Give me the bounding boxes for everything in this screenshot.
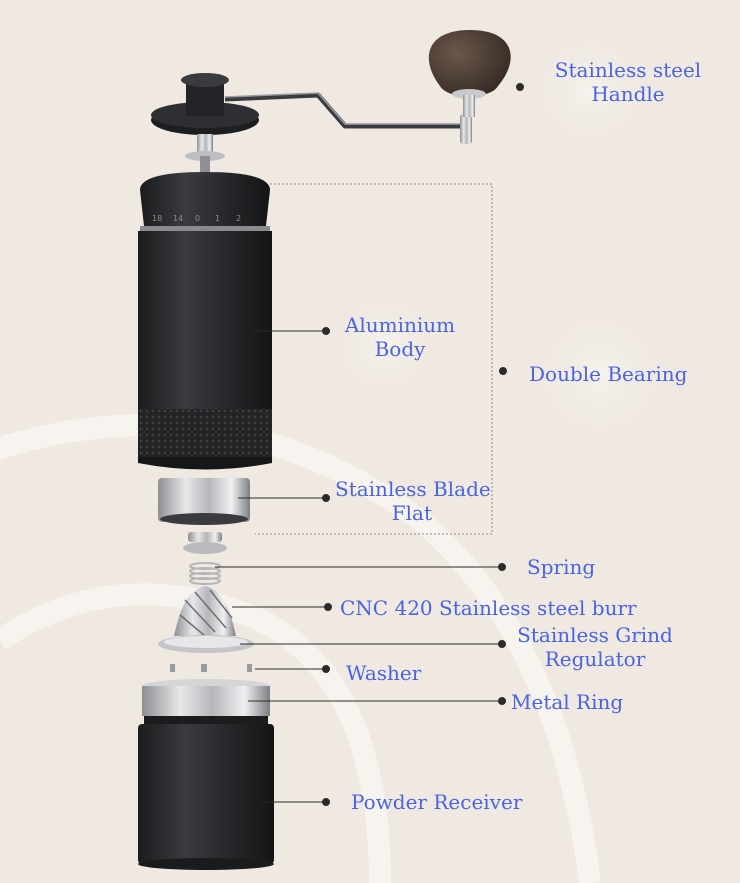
label-metal-ring: Metal Ring — [511, 690, 623, 714]
dial-scale: 18 14 0 1 2 — [152, 214, 241, 223]
label-line: Spring — [527, 555, 596, 579]
label-line: Handle — [591, 82, 665, 106]
label-burr: CNC 420 Stainless steel burr — [340, 596, 637, 620]
label-powder-receiver: Powder Receiver — [351, 790, 522, 814]
leader-dot — [322, 665, 330, 673]
background-glow — [530, 30, 650, 150]
label-washer: Washer — [346, 661, 421, 685]
label-line: CNC 420 Stainless steel burr — [340, 596, 637, 620]
dial-mark: 14 — [173, 214, 183, 223]
handle-assembly — [151, 30, 511, 172]
label-stainless-blade-flat: Stainless Blade Flat — [335, 477, 491, 525]
label-line: Stainless Blade — [335, 477, 491, 501]
background-glow — [330, 290, 440, 400]
label-line: Body — [374, 337, 426, 361]
label-line: Stainless steel — [554, 58, 702, 82]
dial-mark: 18 — [152, 214, 162, 223]
leader-dot — [499, 367, 507, 375]
bearing-bracket — [255, 183, 493, 535]
leader-dot — [498, 563, 506, 571]
label-line: Washer — [346, 661, 422, 685]
leader-dot — [324, 603, 332, 611]
aluminium-body-part: 18 14 0 1 2 — [138, 172, 272, 470]
leader-lines — [215, 83, 524, 806]
label-double-bearing: Double Bearing — [529, 362, 687, 386]
label-line: Regulator — [544, 647, 646, 671]
blade-flat-part — [158, 478, 250, 525]
powder-receiver-part — [138, 716, 274, 870]
background-decoration — [0, 414, 601, 883]
label-grind-regulator: Stainless Grind Regulator — [510, 623, 680, 671]
label-line: Aluminium — [344, 313, 456, 337]
spacer-part — [183, 532, 227, 554]
leader-dot — [498, 697, 506, 705]
leader-dot — [322, 327, 330, 335]
dial-mark: 0 — [195, 214, 200, 223]
metal-ring-part — [142, 679, 270, 716]
label-aluminium-body: Aluminium Body — [335, 313, 465, 361]
washer-part — [170, 664, 252, 672]
leader-dot — [516, 83, 524, 91]
label-line: Flat — [391, 501, 432, 525]
label-stainless-steel-handle: Stainless steel Handle — [553, 58, 703, 106]
label-line: Double Bearing — [529, 362, 688, 386]
label-line: Metal Ring — [511, 690, 624, 714]
label-line: Stainless Grind — [517, 623, 673, 647]
leader-dot — [322, 798, 330, 806]
leader-dot — [322, 494, 330, 502]
regulator-part — [158, 635, 254, 653]
label-spring: Spring — [527, 555, 595, 579]
background-glow — [530, 305, 670, 445]
burr-part — [174, 586, 236, 637]
spring-part — [189, 562, 221, 585]
leader-dot — [498, 640, 506, 648]
label-line: Powder Receiver — [351, 790, 523, 814]
dial-mark: 2 — [236, 214, 241, 223]
dial-mark: 1 — [215, 214, 220, 223]
